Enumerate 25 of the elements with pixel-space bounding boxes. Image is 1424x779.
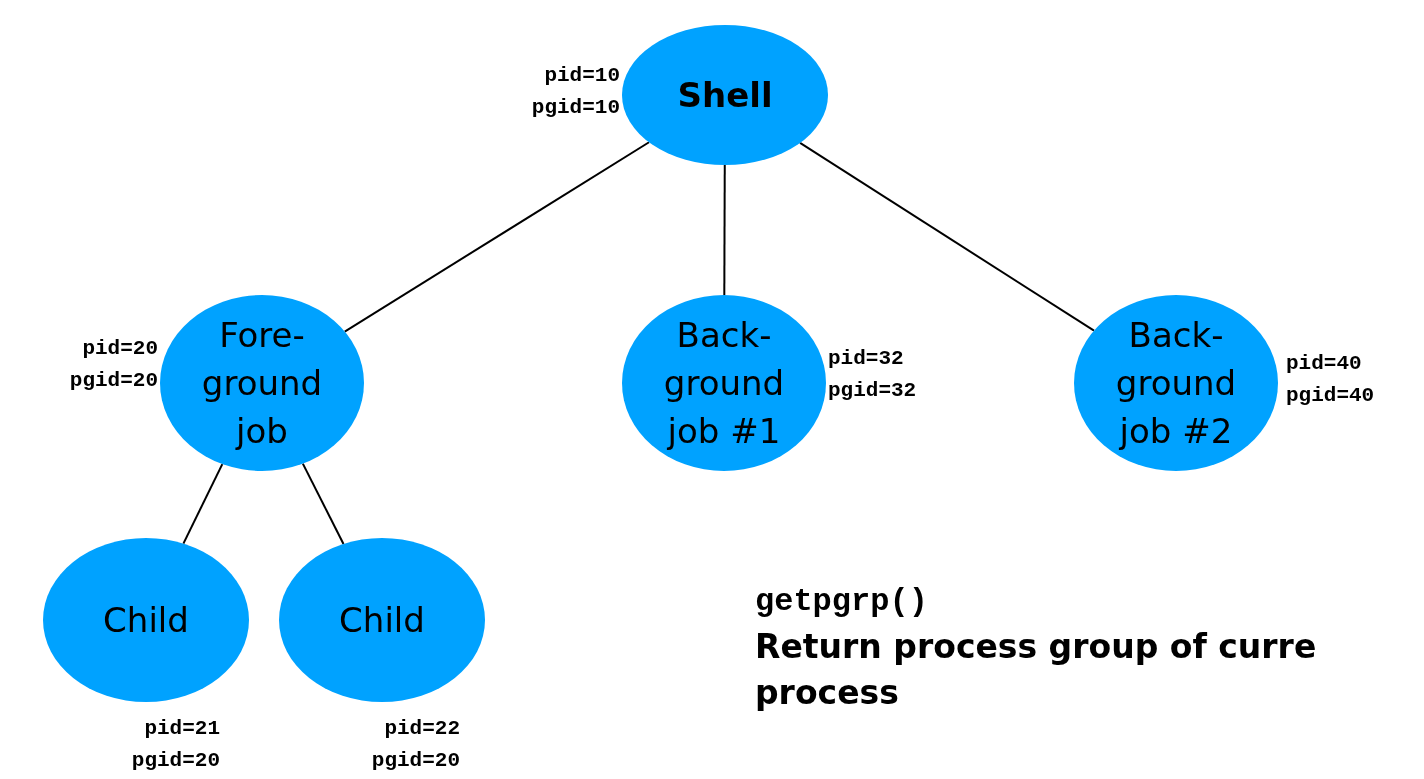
- process-id-label: pid=22: [384, 716, 460, 742]
- process-id-label: pgid=10: [531, 95, 620, 121]
- process-id-label: pid=32: [828, 346, 904, 372]
- connector-line: [799, 141, 1095, 332]
- function-description: Return process group of curre process: [755, 626, 1318, 714]
- process-id-label: pid=40: [1286, 351, 1362, 377]
- process-id-label: pid=10: [544, 63, 620, 89]
- node-label: Back- ground job #2: [1114, 314, 1238, 453]
- process-id-label: pgid=32: [828, 378, 917, 404]
- process-id-label: pid=20: [82, 336, 158, 362]
- process-id-label: pgid=20: [131, 748, 220, 774]
- connector-line: [301, 462, 345, 545]
- function-name: getpgrp(): [755, 582, 929, 622]
- connector-line: [343, 141, 650, 333]
- process-id-label: pgid=20: [69, 368, 158, 394]
- process-id-label: pid=21: [144, 716, 220, 742]
- node-label: Back- ground job #1: [662, 314, 786, 453]
- node-label: Child: [102, 599, 190, 642]
- connector-line: [723, 164, 726, 296]
- process-id-label: pgid=40: [1286, 383, 1375, 409]
- node-label: Fore- ground job: [200, 314, 324, 453]
- node-label: Child: [338, 599, 426, 642]
- process-id-label: pgid=20: [371, 748, 460, 774]
- connector-line: [182, 463, 224, 545]
- node-label: Shell: [676, 74, 774, 117]
